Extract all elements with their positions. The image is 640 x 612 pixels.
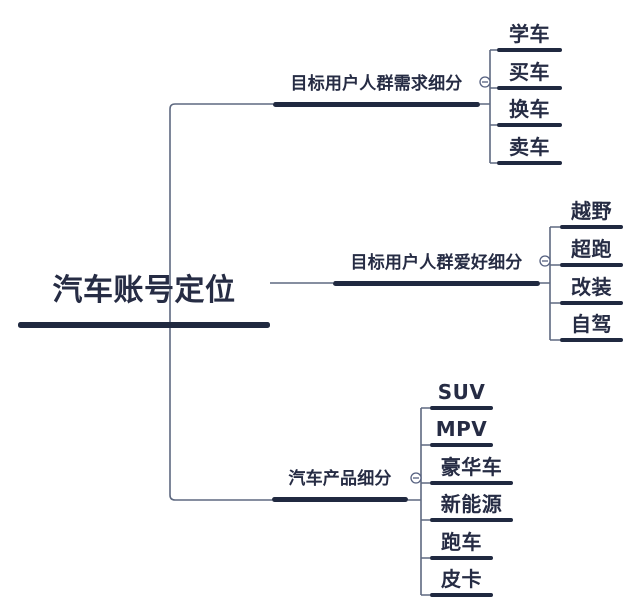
leaf-node-change-car[interactable]: 换车 xyxy=(497,98,562,127)
leaf-node-sports-car[interactable]: 跑车 xyxy=(430,531,493,560)
leaf-node-label: 换车 xyxy=(509,97,550,121)
leaf-node-underline xyxy=(430,593,493,597)
leaf-node-label: MPV xyxy=(435,417,488,441)
connector-root-branch-1 xyxy=(169,103,273,322)
leaf-node-underline xyxy=(560,225,623,229)
leaf-node-label: 豪华车 xyxy=(440,455,503,479)
branch-node-label: 目标用户人群爱好细分 xyxy=(350,253,523,274)
leaf-node-label: 越野 xyxy=(571,199,612,223)
root-node[interactable]: 汽车账号定位 xyxy=(18,273,270,328)
leaf-node-label: 皮卡 xyxy=(441,567,482,591)
root-node-underline xyxy=(18,322,270,328)
leaf-node-label: 超跑 xyxy=(571,237,612,261)
leaf-node-underline xyxy=(497,86,562,90)
leaf-node-label: 学车 xyxy=(509,22,550,46)
leaf-node-learn-car[interactable]: 学车 xyxy=(497,23,562,52)
connector-branch-1-children xyxy=(480,49,497,164)
leaf-node-underline xyxy=(497,48,562,52)
leaf-node-label: 卖车 xyxy=(509,135,550,159)
leaf-node-underline xyxy=(430,406,493,410)
leaf-node-offroad[interactable]: 越野 xyxy=(560,200,623,229)
branch-node-underline xyxy=(333,281,540,286)
connector-root-branch-3 xyxy=(169,328,272,501)
leaf-node-label: 跑车 xyxy=(441,530,482,554)
leaf-node-label: 自驾 xyxy=(571,312,612,336)
collapse-minus-icon-branch-1[interactable] xyxy=(479,76,491,88)
leaf-node-modification[interactable]: 改装 xyxy=(560,276,623,305)
leaf-node-new-energy[interactable]: 新能源 xyxy=(430,493,513,522)
leaf-node-underline xyxy=(560,338,623,342)
collapse-minus-icon-branch-3[interactable] xyxy=(410,472,422,484)
leaf-node-underline xyxy=(430,481,513,485)
leaf-node-label: 新能源 xyxy=(440,492,503,516)
leaf-node-underline xyxy=(430,443,493,447)
connector-branch-2-children xyxy=(540,226,560,341)
leaf-node-underline xyxy=(560,263,623,267)
root-node-label: 汽车账号定位 xyxy=(52,272,236,308)
leaf-node-label: SUV xyxy=(437,380,486,404)
branch-node-product-segmentation[interactable]: 汽车产品细分 xyxy=(272,470,408,502)
branch-node-hobby-segmentation[interactable]: 目标用户人群爱好细分 xyxy=(333,254,540,286)
branch-node-underline xyxy=(272,497,408,502)
leaf-node-luxury-car[interactable]: 豪华车 xyxy=(430,456,513,485)
branch-node-label: 汽车产品细分 xyxy=(288,469,392,490)
leaf-node-pickup[interactable]: 皮卡 xyxy=(430,568,493,597)
branch-node-demand-segmentation[interactable]: 目标用户人群需求细分 xyxy=(273,75,480,107)
leaf-node-mpv[interactable]: MPV xyxy=(430,418,493,447)
leaf-node-supercar[interactable]: 超跑 xyxy=(560,238,623,267)
leaf-node-suv[interactable]: SUV xyxy=(430,381,493,410)
leaf-node-underline xyxy=(430,556,493,560)
collapse-minus-icon-branch-2[interactable] xyxy=(539,255,551,267)
branch-node-underline xyxy=(273,102,480,107)
leaf-node-underline xyxy=(497,161,562,165)
leaf-node-underline xyxy=(497,123,562,127)
leaf-node-underline xyxy=(560,301,623,305)
leaf-node-sell-car[interactable]: 卖车 xyxy=(497,136,562,165)
leaf-node-label: 买车 xyxy=(509,60,550,84)
leaf-node-underline xyxy=(430,518,513,522)
leaf-node-selfdrive[interactable]: 自驾 xyxy=(560,313,623,342)
connector-branch-3-children xyxy=(408,407,430,596)
leaf-node-buy-car[interactable]: 买车 xyxy=(497,61,562,90)
branch-node-label: 目标用户人群需求细分 xyxy=(290,74,463,95)
leaf-node-label: 改装 xyxy=(571,275,612,299)
